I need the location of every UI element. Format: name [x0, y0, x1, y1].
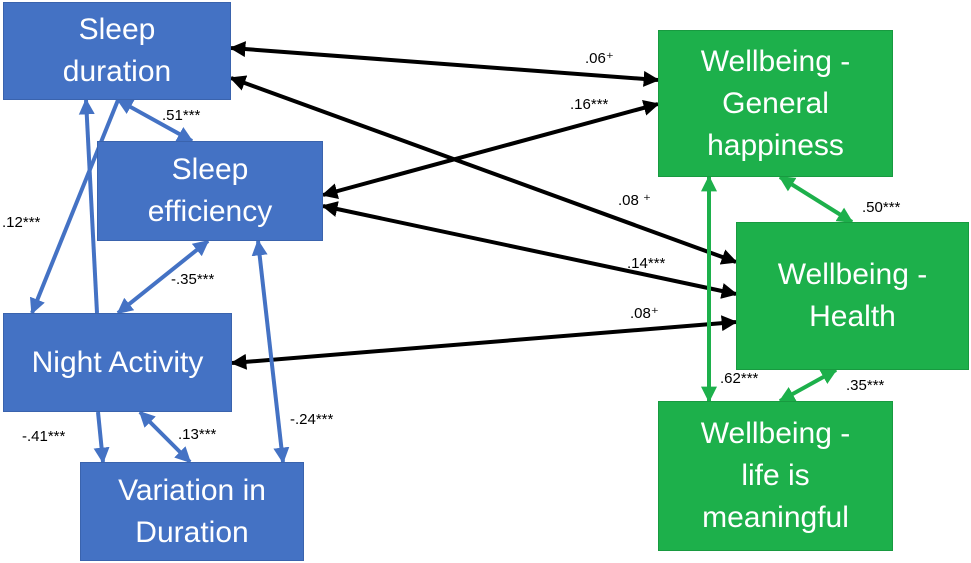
label-na-vd: -.41***: [22, 428, 66, 445]
label-wbg-wbh: .50***: [862, 199, 901, 216]
label-se-na: -.35***: [171, 271, 215, 288]
node-sleep-duration-line2: duration: [62, 55, 172, 88]
node-wellbeing-health: Wellbeing - Health: [736, 222, 969, 370]
node-variation-duration-line2: Duration: [135, 515, 249, 549]
node-variation-duration-line1: Variation in: [118, 473, 266, 507]
node-wellbeing-general-line3: happiness: [707, 128, 844, 162]
arrow-na-wbh: [230, 315, 738, 370]
node-wellbeing-general-line1: Wellbeing -: [700, 44, 851, 78]
arrow-se-vd: [251, 239, 290, 464]
arrow-na-vd: [93, 411, 110, 464]
node-sleep-efficiency: Sleep efficiency: [97, 141, 323, 241]
label-wbg-wbm: .62***: [720, 370, 759, 387]
arrow-na-sd: [78, 98, 99, 314]
label-sd-wbh: .08 ⁺: [618, 192, 651, 209]
arrow-wbh-wbm: [778, 368, 838, 403]
label-se-wbg: .16***: [570, 96, 609, 113]
node-sleep-efficiency-line2: efficiency: [147, 195, 273, 228]
arrow-na-vd2: [138, 410, 192, 464]
arrow-sd-wbg: [229, 41, 660, 87]
arrow-sd-na: [29, 99, 120, 315]
label-se-wbh: .14***: [627, 255, 666, 272]
arrow-se-wbh: [321, 201, 738, 299]
label-na-wbh: .08⁺: [630, 305, 659, 322]
arrow-se-wbg: [321, 100, 660, 199]
node-wellbeing-meaningful: Wellbeing - life is meaningful: [658, 401, 893, 551]
node-night-activity-line1: Night Activity: [31, 345, 204, 379]
node-wellbeing-meaningful-line3: meaningful: [702, 501, 849, 534]
label-wbh-wbm: .35***: [846, 377, 885, 394]
node-wellbeing-meaningful-line1: Wellbeing -: [700, 417, 851, 450]
arrow-sd-se: [116, 98, 194, 143]
arrow-wbg-wbh: [778, 175, 854, 224]
node-wellbeing-meaningful-line2: life is: [741, 459, 810, 492]
label-sd-na: .12***: [2, 214, 41, 231]
node-variation-duration: Variation in Duration: [80, 462, 304, 561]
arrow-se-na: [116, 239, 210, 315]
label-sd-se: .51***: [162, 107, 201, 124]
node-sleep-duration-line1: Sleep: [78, 13, 156, 46]
node-wellbeing-health-line1: Wellbeing -: [777, 258, 928, 291]
label-sd-wbg: .06⁺: [585, 50, 614, 67]
label-se-vd: -.24***: [290, 411, 334, 428]
label-na-vd2: .13***: [178, 426, 217, 443]
node-wellbeing-health-line2: Health: [809, 300, 896, 333]
node-sleep-efficiency-line1: Sleep: [171, 153, 249, 186]
node-sleep-duration: Sleep duration: [3, 2, 231, 100]
node-wellbeing-general: Wellbeing - General happiness: [658, 30, 893, 177]
node-night-activity: Night Activity: [3, 313, 232, 412]
node-wellbeing-general-line2: General: [722, 86, 829, 120]
